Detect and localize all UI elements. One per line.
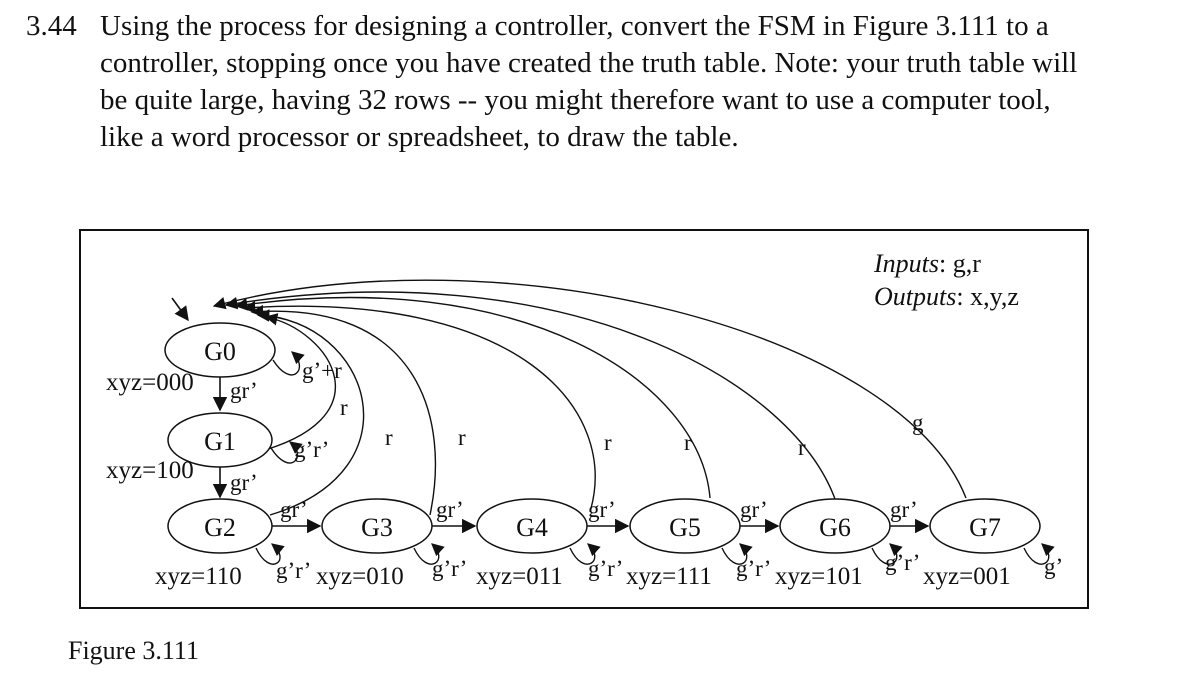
label-g6-to-g7: gr’ bbox=[890, 497, 918, 522]
output-g1: xyz=100 bbox=[106, 457, 194, 484]
state-g5: G5 bbox=[629, 498, 741, 554]
label-g6-to-g0: r bbox=[798, 435, 806, 460]
state-g3: G3 bbox=[321, 498, 433, 554]
state-g2: G2 bbox=[167, 498, 273, 554]
legend-outputs-label: Outputs bbox=[874, 282, 956, 311]
label-g1-to-g2: gr’ bbox=[230, 470, 258, 495]
problem-line-1: Using the process for designing a contro… bbox=[100, 10, 1049, 42]
label-g5-to-g6: gr’ bbox=[740, 497, 768, 522]
label-g0-self: g’+r bbox=[302, 358, 342, 383]
state-g7: G7 bbox=[929, 498, 1041, 554]
loop-g7 bbox=[1023, 543, 1055, 565]
state-g2-name: G2 bbox=[204, 513, 236, 542]
loop-g4 bbox=[569, 543, 601, 565]
state-g6-name: G6 bbox=[819, 513, 851, 542]
edge-g1-to-g0 bbox=[249, 313, 337, 455]
output-g5: xyz=111 bbox=[626, 563, 712, 590]
state-g0-name: G0 bbox=[204, 337, 236, 366]
loop-g0 bbox=[272, 351, 305, 376]
output-g4: xyz=011 bbox=[476, 563, 563, 590]
label-g2-self: g’r’ bbox=[276, 558, 311, 583]
problem-line-2: controller, stopping once you have creat… bbox=[100, 47, 1078, 79]
label-g2-to-g0: r bbox=[385, 425, 393, 450]
state-g7-name: G7 bbox=[969, 513, 1001, 542]
legend-inputs-label: Inputs bbox=[873, 249, 939, 278]
edge-g6-to-g0 bbox=[224, 291, 839, 509]
label-g4-self: g’r’ bbox=[588, 556, 623, 581]
label-g6-self: g’r’ bbox=[885, 550, 920, 575]
label-g3-to-g4: gr’ bbox=[436, 497, 464, 522]
edge-g5-to-g0 bbox=[234, 296, 711, 499]
edge-g7-to-g0 bbox=[212, 279, 967, 499]
loop-g5 bbox=[721, 543, 753, 565]
problem-line-4: like a word processor or spreadsheet, to… bbox=[100, 121, 739, 153]
output-g3: xyz=010 bbox=[316, 563, 404, 590]
state-g6: G6 bbox=[779, 498, 891, 554]
label-g5-to-g0: r bbox=[684, 430, 692, 455]
label-g4-to-g0: r bbox=[604, 430, 612, 455]
legend-inputs-value: : g,r bbox=[939, 249, 981, 278]
edge-g3-to-g0 bbox=[250, 304, 437, 516]
label-g4-to-g5: gr’ bbox=[588, 497, 616, 522]
output-g2: xyz=110 bbox=[155, 563, 242, 590]
loop-g3 bbox=[413, 543, 445, 565]
output-g7: xyz=001 bbox=[923, 563, 1011, 590]
label-g1-to-g0: r bbox=[340, 395, 348, 420]
label-g2-to-g3: gr’ bbox=[280, 497, 308, 522]
state-g0: G0 bbox=[164, 322, 276, 378]
output-g0: xyz=000 bbox=[106, 369, 194, 396]
loop-g6 bbox=[871, 543, 903, 565]
label-g1-self: g’r’ bbox=[294, 437, 329, 462]
label-g5-self: g’r’ bbox=[736, 556, 771, 581]
label-g0-to-g1: gr’ bbox=[230, 378, 258, 403]
problem-statement: 3.44 Using the process for designing a c… bbox=[26, 8, 1156, 156]
label-g3-to-g0: r bbox=[458, 425, 466, 450]
legend-outputs: Outputs: x,y,z bbox=[874, 282, 1019, 311]
label-g7-self: g’ bbox=[1044, 554, 1063, 579]
legend-inputs: Inputs: g,r bbox=[873, 249, 981, 278]
state-g5-name: G5 bbox=[669, 513, 701, 542]
loop-g2 bbox=[255, 543, 285, 565]
state-g3-name: G3 bbox=[361, 513, 393, 542]
edge-g4-to-g0 bbox=[242, 300, 596, 513]
legend-outputs-value: : x,y,z bbox=[956, 282, 1019, 311]
problem-line-3: be quite large, having 32 rows -- you mi… bbox=[100, 84, 1051, 116]
state-g4-name: G4 bbox=[516, 513, 548, 542]
output-g6: xyz=101 bbox=[775, 563, 863, 590]
figure-frame bbox=[79, 229, 1089, 609]
loop-g1 bbox=[270, 441, 303, 464]
edge-g2-to-g0 bbox=[256, 309, 365, 516]
state-g4: G4 bbox=[476, 498, 588, 554]
problem-number: 3.44 bbox=[26, 10, 77, 42]
label-g3-self: g’r’ bbox=[432, 556, 467, 581]
figure-caption: Figure 3.111 bbox=[68, 636, 199, 665]
label-g7-to-g0: g bbox=[912, 410, 924, 435]
state-g1-name: G1 bbox=[204, 427, 236, 456]
initial-arrow bbox=[171, 297, 189, 322]
